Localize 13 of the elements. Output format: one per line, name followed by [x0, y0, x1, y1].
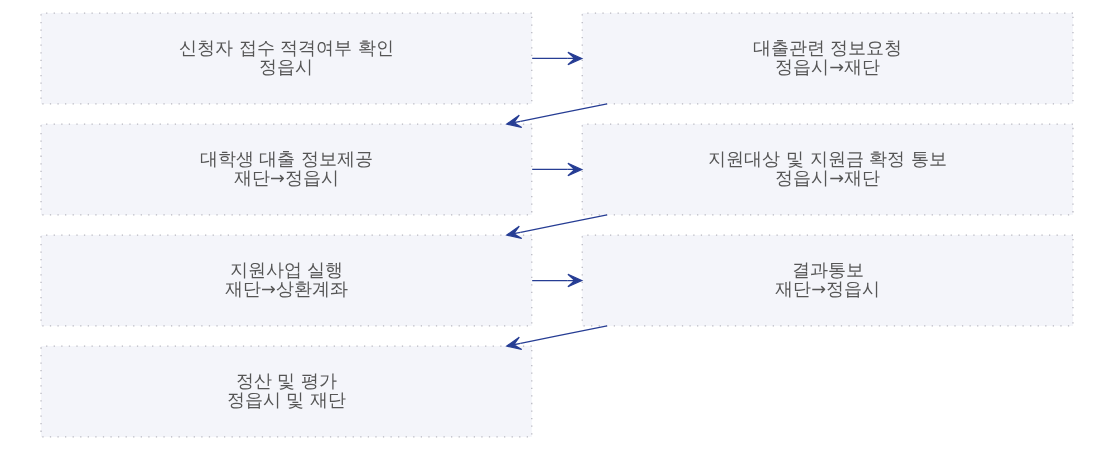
node-box: 지원대상 및 지원금 확정 통보 정읍시→재단 — [581, 123, 1074, 216]
node-box: 결과통보 재단→정읍시 — [581, 234, 1074, 327]
node-box: 신청자 접수 적격여부 확인 정읍시 — [39, 12, 532, 105]
node-box: 지원사업 실행 재단→상환계좌 — [39, 234, 532, 327]
node-box: 대학생 대출 정보제공 재단→정읍시 — [39, 123, 532, 216]
arrow — [531, 51, 582, 66]
node-box: 대출관련 정보요청 정읍시→재단 — [581, 12, 1074, 105]
arrow — [505, 325, 608, 351]
arrow — [505, 103, 608, 129]
arrow — [531, 273, 582, 288]
node-box: 정산 및 평가 정읍시 및 재단 — [39, 345, 532, 438]
arrow — [531, 162, 582, 177]
arrow — [505, 214, 608, 240]
